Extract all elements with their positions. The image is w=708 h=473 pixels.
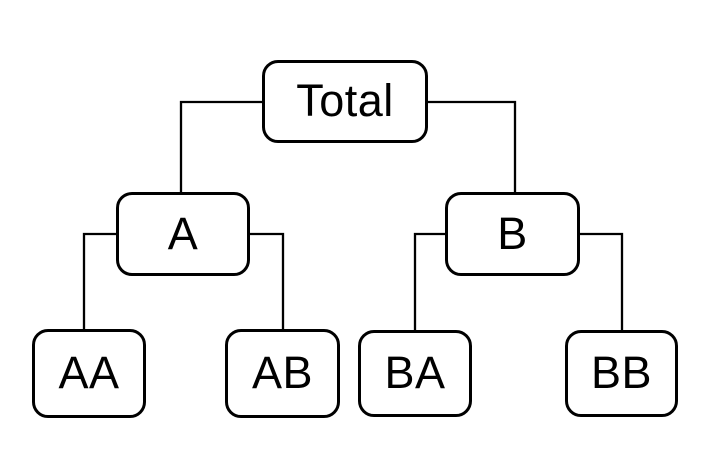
node-total: Total	[262, 60, 428, 143]
node-ba-label: BA	[384, 347, 446, 398]
node-aa: AA	[32, 329, 146, 418]
edge-a-aa	[82, 232, 116, 329]
node-total-label: Total	[296, 75, 394, 126]
node-a-label: A	[167, 207, 199, 259]
node-ab-label: AB	[251, 347, 314, 398]
node-bb-label: BB	[590, 347, 653, 398]
edge-total-b	[428, 100, 517, 192]
edge-b-ba	[413, 232, 445, 330]
node-b-label: B	[497, 207, 528, 259]
node-ba: BA	[358, 330, 472, 417]
node-aa-label: AA	[58, 347, 120, 398]
node-ab: AB	[225, 329, 340, 418]
edge-a-ab	[250, 232, 285, 329]
edge-total-a	[179, 100, 262, 192]
node-bb: BB	[565, 330, 678, 417]
edge-b-bb	[580, 232, 624, 330]
node-a: A	[116, 192, 250, 276]
node-b: B	[445, 192, 580, 276]
